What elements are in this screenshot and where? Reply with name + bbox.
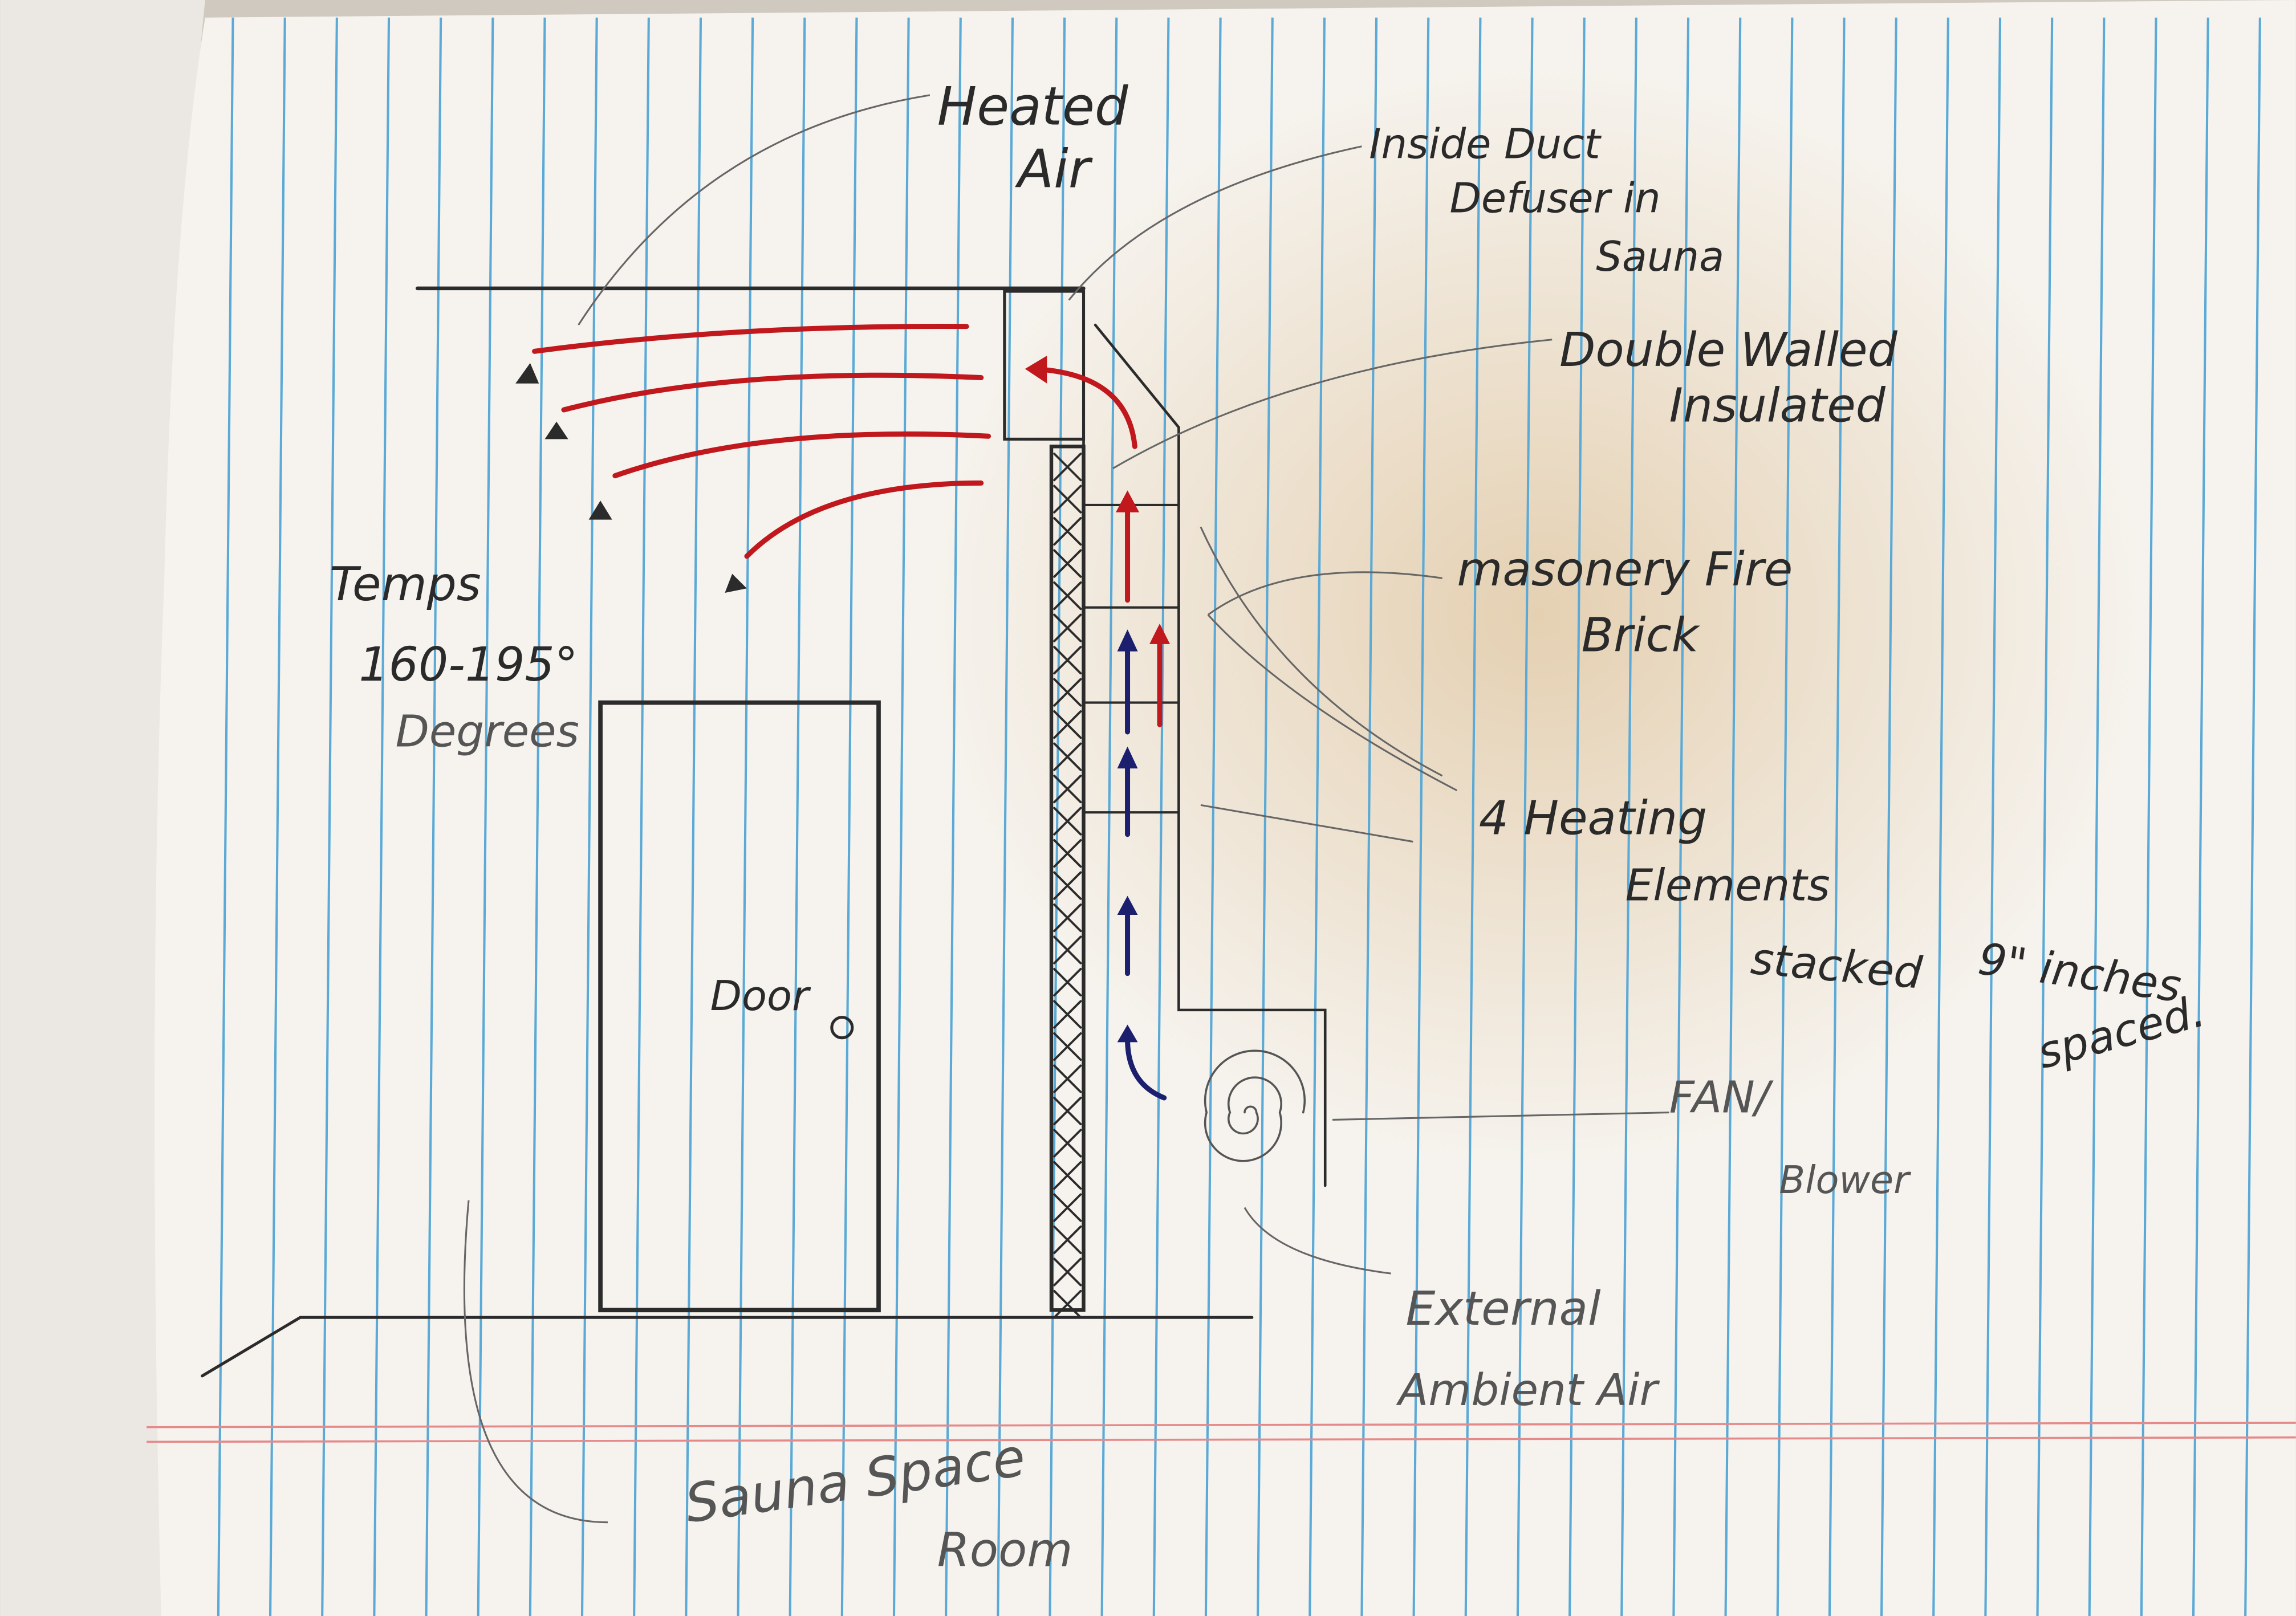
rule-line [321,17,338,1616]
rule-line [1464,17,1482,1616]
rule-line [840,17,858,1616]
label-fan-line1: FAN/ [1669,1072,1774,1124]
paper-stain [923,58,2153,1171]
rule-line [1412,17,1430,1616]
label-door: Door [710,972,811,1020]
leader-lines [463,94,1669,1524]
rule-line [529,17,546,1616]
label-diffuser-line2: Defuser in [1449,174,1660,222]
rule-line [1360,17,1378,1616]
rule-line [373,17,391,1616]
red-margin-lines [147,1422,2296,1443]
rule-line [425,17,442,1616]
label-heated-air-line2: Air [1015,139,1093,200]
arrow-heads [515,363,747,593]
cool-air-arrows [1125,641,1167,1101]
rule-line [1308,17,1326,1616]
rule-line [2036,17,2054,1616]
label-heated-air-line1: Heated [937,75,1129,137]
rule-line [1932,17,1949,1616]
rule-line [1049,17,1066,1616]
rule-line [217,17,234,1616]
rule-line [269,17,286,1616]
label-temps-line2: 160-195° [359,638,578,692]
rule-line [789,17,806,1616]
rule-line [1880,17,1897,1616]
rule-line [633,17,650,1616]
rule-line [892,17,910,1616]
rule-line [1672,17,1690,1616]
label-diffuser-line3: Sauna [1596,233,1724,280]
label-room-line2: Room [937,1524,1073,1578]
rule-line [2244,17,2261,1616]
rule-line [1776,17,1794,1616]
rule-line [1568,17,1586,1616]
rule-line [1204,17,1222,1616]
rule-line [2192,17,2209,1616]
blue-rule-lines [217,17,2261,1616]
rule-line [2088,17,2106,1616]
fire-brick-column [1049,445,1086,1319]
rule-line [1152,17,1170,1616]
label-fire-brick-line1: masonery Fire [1457,543,1793,597]
rule-line [580,17,598,1616]
label-heating-elements-line1: 4 Heating [1479,792,1707,846]
diffuser-box [1003,290,1086,441]
label-double-walled-line2: Insulated [1669,379,1886,433]
rule-line [1516,17,1534,1616]
label-ambient-line1: External [1405,1282,1600,1336]
rule-line [2140,17,2157,1616]
fan-spiral-icon [1204,1049,1306,1162]
label-ambient-line2: Ambient Air [1396,1365,1660,1416]
rule-line [1828,17,1846,1616]
door [598,700,881,1313]
rule-line [997,17,1014,1616]
rule-line [477,17,494,1616]
hot-air-arrows [532,324,1163,727]
label-temps-line3: Degrees [396,706,579,758]
rule-line [1620,17,1637,1616]
left-page [0,0,205,1616]
label-double-walled-line1: Double Walled [1559,323,1898,377]
rule-line [1100,17,1118,1616]
door-knob [830,1016,854,1040]
label-diffuser-line1: Inside Duct [1369,120,1602,168]
rule-line [737,17,754,1616]
rule-line [685,17,702,1616]
label-heating-elements-line2: Elements [1626,860,1830,911]
rule-line [945,17,962,1616]
label-fan-line2: Blower [1779,1158,1911,1202]
label-temps-line1: Temps [330,557,481,612]
label-fire-brick-line2: Brick [1582,609,1701,663]
rule-line [1984,17,2002,1616]
rule-line [1724,17,1742,1616]
floor-line [201,1316,1254,1378]
